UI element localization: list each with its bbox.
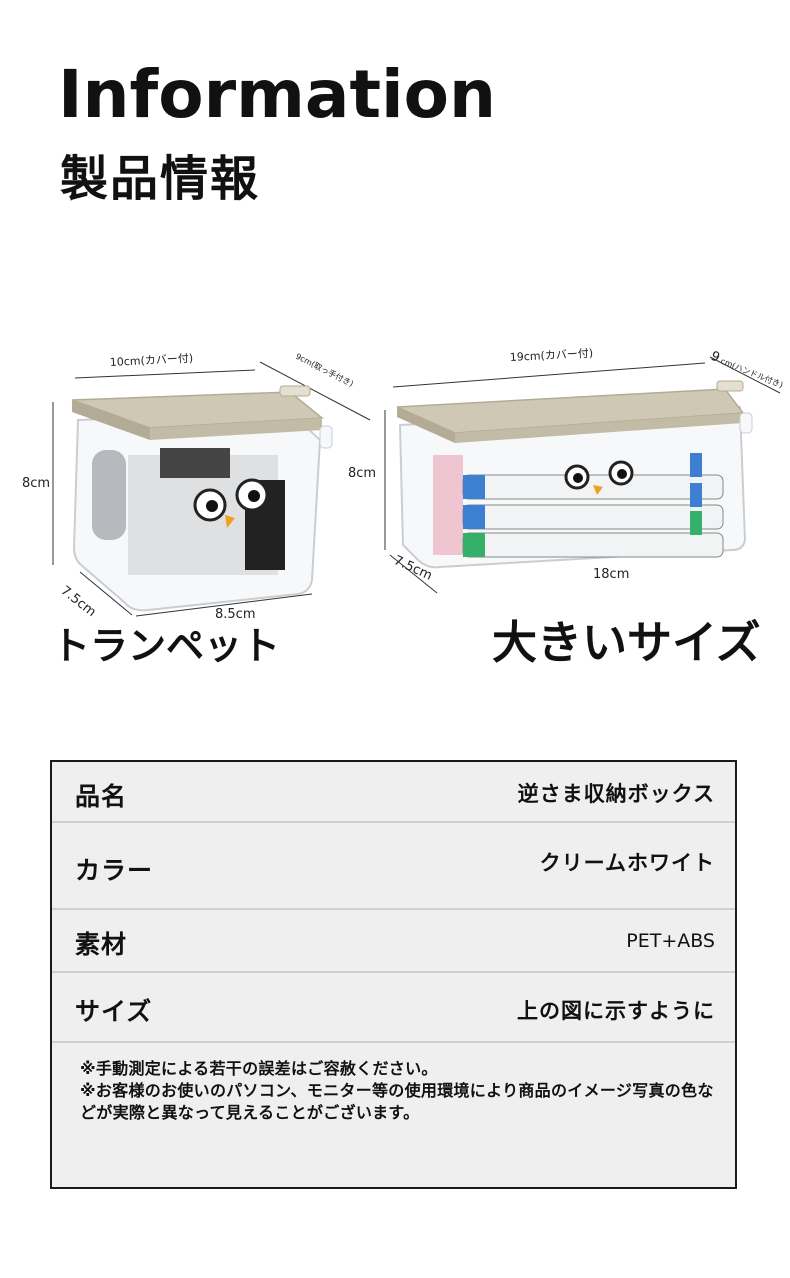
spec-key: カラー (75, 856, 154, 885)
note-line-1: ※手動測定による若干の誤差はご容赦ください。 (80, 1059, 438, 1078)
spec-value: PET+ABS (626, 930, 715, 952)
spec-notes: ※手動測定による若干の誤差はご容赦ください。 ※お客様のお使いのパソコン、モニタ… (80, 1058, 720, 1124)
spec-value: 上の図に示すように (517, 999, 715, 1023)
spec-row-color: カラー クリームホワイト (52, 823, 735, 910)
spec-value: 逆さま収納ボックス (517, 782, 715, 806)
large-dim-width-bottom: 18cm (593, 567, 629, 582)
small-box-illustration: 10cm(カバー付) 9cm(取っ手付き) 8cm 7.5cm 8.5cm (22, 351, 386, 622)
large-box-label: 大きいサイズ (492, 616, 761, 669)
small-dim-width-bottom: 8.5cm (215, 607, 256, 622)
page-title-en: Information (58, 56, 496, 133)
small-box-label: トランペット (52, 624, 281, 668)
note-line-2: ※お客様のお使いのパソコン、モニター等の使用環境により商品のイメージ写真の色など… (80, 1081, 714, 1122)
large-box-figure: 19cm(カバー付) 9 cm(ハンドル付き) 8cm 7.5cm 18cm (345, 335, 785, 595)
spec-key: 素材 (75, 930, 128, 959)
large-dim-height: 8cm (348, 466, 376, 481)
large-dim-width-top: 19cm(カバー付) (509, 347, 593, 364)
spec-row-name: 品名 逆さま収納ボックス (52, 762, 735, 823)
small-dim-depth: 7.5cm (58, 583, 99, 620)
spec-table: 品名 逆さま収納ボックス カラー クリームホワイト 素材 PET+ABS サイズ… (50, 760, 737, 1189)
spec-value: クリームホワイト (539, 851, 715, 875)
small-dim-width-top: 10cm(カバー付) (109, 352, 193, 369)
spec-row-size: サイズ 上の図に示すように (52, 973, 735, 1043)
small-dim-height: 8cm (22, 476, 50, 491)
large-box-illustration: 19cm(カバー付) 9 cm(ハンドル付き) 8cm 7.5cm 18cm (348, 347, 785, 594)
spec-row-material: 素材 PET+ABS (52, 910, 735, 973)
spec-key: サイズ (75, 997, 153, 1026)
page-title-ja: 製品情報 (60, 151, 261, 207)
spec-key: 品名 (75, 782, 128, 811)
small-box-figure: 10cm(カバー付) 9cm(取っ手付き) 8cm 7.5cm 8.5cm (20, 340, 395, 630)
